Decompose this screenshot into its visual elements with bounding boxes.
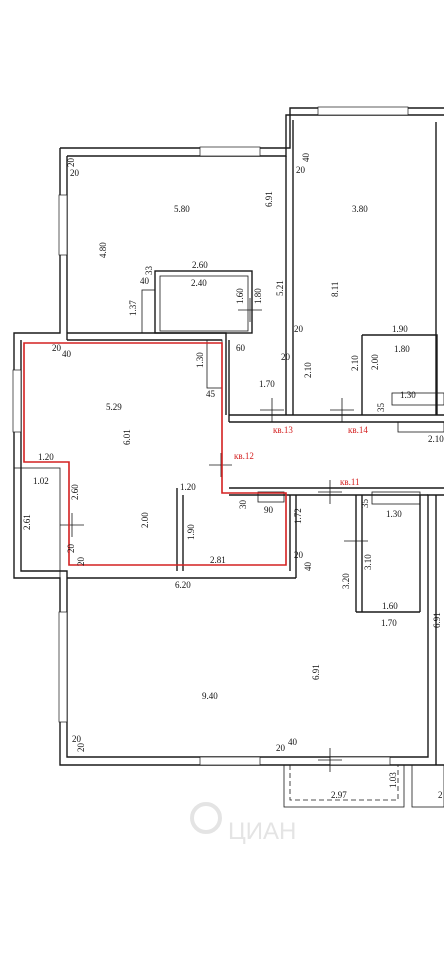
outer-walls: [13, 107, 444, 766]
dimension-label: 90: [264, 505, 274, 515]
window: [58, 194, 68, 256]
dimension-label: 20: [76, 557, 86, 567]
dimension-label: 1.30: [386, 509, 402, 519]
apartment-12-outline[interactable]: [23, 342, 287, 566]
dimension-label: 40: [301, 153, 311, 163]
dimension-label: 1.20: [38, 452, 54, 462]
dimension-label: 40: [288, 737, 298, 747]
dimension-label: 20: [276, 743, 286, 753]
apartment-label: кв.11: [340, 477, 360, 487]
wardrobe: [257, 491, 285, 503]
wardrobe: [397, 421, 444, 433]
dimension-label: 3.20: [341, 573, 351, 589]
dimension-label: 6.01: [122, 429, 132, 445]
dimension-label: 2.97: [331, 790, 347, 800]
window: [199, 146, 261, 157]
dimension-label: 60: [236, 343, 246, 353]
dimension-label: 33: [144, 266, 154, 276]
dimension-label: 20: [294, 324, 304, 334]
dimension-label: 5.29: [106, 402, 122, 412]
apartment-labels: кв.13 кв.14 кв.12 кв.11: [234, 425, 368, 487]
dimension-label: 3.80: [352, 204, 368, 214]
dimension-label: 1.03: [388, 772, 398, 788]
watermark: ЦИАН: [190, 802, 296, 845]
dimension-label: 1.30: [400, 390, 416, 400]
dimension-label: 4.80: [98, 242, 108, 258]
shaft: [206, 339, 223, 389]
dimension-label: 20: [76, 743, 86, 753]
dimension-label: 1.72: [293, 508, 303, 524]
dimension-label: 1.90: [392, 324, 408, 334]
window: [329, 756, 391, 766]
dimension-label: 2.60: [70, 484, 80, 500]
balconies: [13, 467, 444, 808]
wardrobe: [391, 392, 444, 406]
dimension-label: 1.60: [235, 288, 245, 304]
windows: [12, 106, 409, 766]
dimension-label: 1.20: [180, 482, 196, 492]
dimension-label: 2.61: [22, 514, 32, 530]
dimension-label: 20: [52, 343, 62, 353]
dimension-label: 1.90: [186, 524, 196, 540]
dimension-label: 40: [303, 562, 313, 572]
dimension-label: 30: [238, 500, 248, 510]
dimension-label: 20: [72, 734, 82, 744]
window: [12, 369, 22, 433]
dimension-label: 2.10: [428, 434, 444, 444]
dimension-label: 1.80: [253, 288, 263, 304]
dimension-label: 6.91: [432, 612, 442, 628]
dimension-label: 6.20: [175, 580, 191, 590]
dimension-label: 2.81: [210, 555, 226, 565]
dimension-label: 5.21: [275, 280, 285, 296]
window: [199, 756, 261, 766]
dimension-label: 1.60: [382, 601, 398, 611]
dimension-label: 20: [281, 352, 291, 362]
interior-walls: [67, 120, 444, 765]
dimension-label: 35: [360, 499, 370, 509]
dimension-label: 1.37: [128, 300, 138, 316]
dimension-label: 5.80: [174, 204, 190, 214]
dimension-label: 3.10: [363, 554, 373, 570]
dimension-label: 1.30: [195, 352, 205, 368]
shaft: [141, 289, 156, 334]
dimension-label: 2.60: [192, 260, 208, 270]
dimension-label: 2.00: [140, 512, 150, 528]
dimension-label: 1.70: [381, 618, 397, 628]
dimension-label: 35: [376, 403, 386, 413]
dimension-label: 1.70: [259, 379, 275, 389]
dimension-label: 20: [66, 544, 76, 554]
dimension-label: 20: [294, 550, 304, 560]
dimension-label: 20: [70, 168, 80, 178]
apartment-label: кв.12: [234, 451, 254, 461]
dimension-label: 6.91: [264, 191, 274, 207]
dimension-label: 8.11: [330, 282, 340, 297]
dimension-label: 2.40: [191, 278, 207, 288]
dimension-label: 9.40: [202, 691, 218, 701]
wardrobe: [371, 491, 421, 505]
window: [317, 106, 409, 116]
dimension-label: 2.00: [370, 354, 380, 370]
dimension-label: 40: [62, 349, 72, 359]
apartment-label: кв.13: [273, 425, 293, 435]
dimension-label: 1.80: [394, 344, 410, 354]
dimension-labels: 20 20 5.80 6.91 4.80 2.60 33 40 2.40 1.6…: [22, 153, 444, 801]
dimension-label: 2.10: [350, 355, 360, 371]
dimension-label: 45: [206, 389, 216, 399]
door-marks: [60, 298, 368, 772]
dimension-label: 1.02: [33, 476, 49, 486]
dimension-label: 2: [438, 790, 443, 800]
apartment-label: кв.14: [348, 425, 368, 435]
dimension-label: 6.91: [311, 664, 321, 680]
dimension-label: 2.10: [303, 362, 313, 378]
watermark-text: ЦИАН: [228, 818, 296, 845]
dimension-label: 20: [296, 165, 306, 175]
window: [58, 611, 68, 723]
dimension-label: 20: [66, 158, 76, 168]
dimension-label: 40: [140, 276, 150, 286]
